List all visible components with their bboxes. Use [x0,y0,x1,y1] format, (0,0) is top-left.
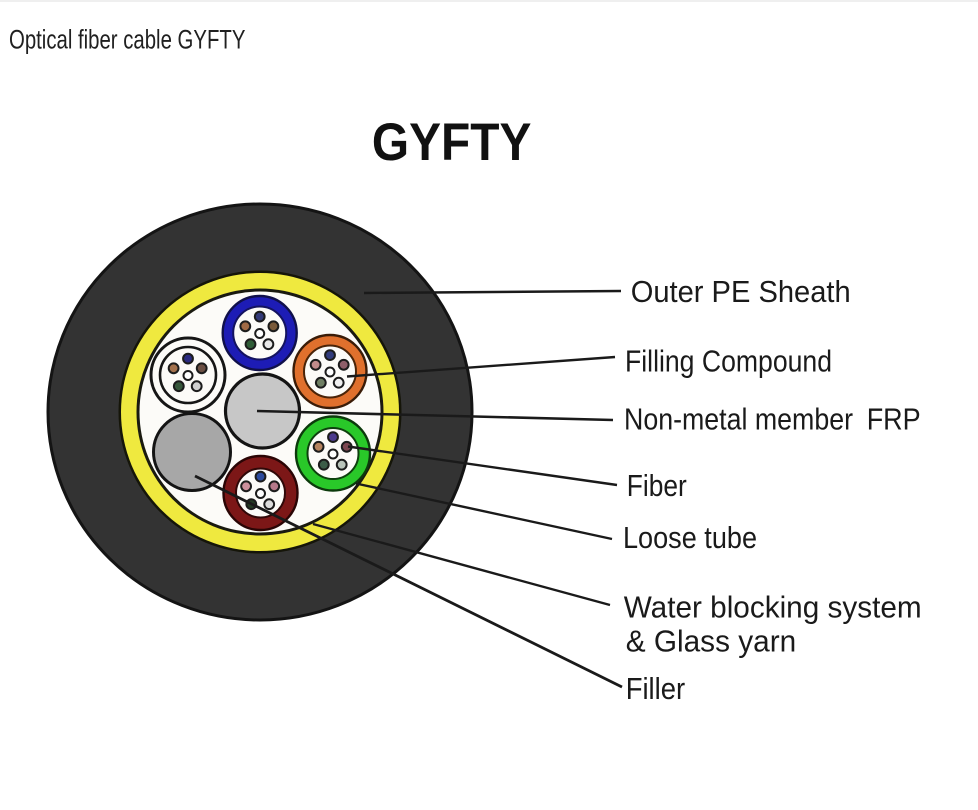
svg-text:Fiber: Fiber [627,469,687,503]
svg-text:Filler: Filler [626,672,686,706]
svg-text:Outer PE Sheath: Outer PE Sheath [631,275,851,309]
svg-text:Loose tube: Loose tube [623,521,757,555]
svg-text:GYFTY: GYFTY [372,113,532,172]
svg-text:Optical fiber cable GYFTY: Optical fiber cable GYFTY [9,25,245,55]
svg-text:Water blocking system: Water blocking system [624,591,922,625]
svg-text:FRP: FRP [867,403,921,437]
svg-text:& Glass yarn: & Glass yarn [626,624,797,658]
svg-text:Non-metal member: Non-metal member [624,403,853,437]
svg-text:Filling Compound: Filling Compound [625,345,832,379]
